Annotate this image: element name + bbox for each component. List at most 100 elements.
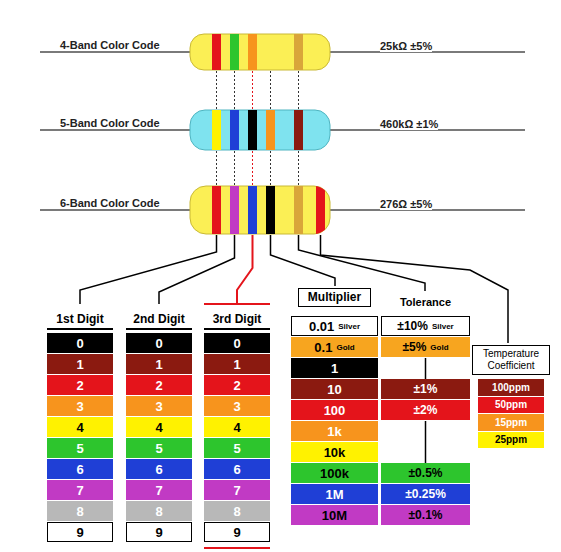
resistor-6-band (190, 182, 330, 238)
red-marker (204, 547, 270, 549)
code-value: 9 (155, 525, 162, 540)
tolerance-gap-line (425, 421, 427, 463)
column-heading: Multiplier (298, 288, 371, 307)
color-cell: 2 (204, 375, 270, 395)
color-cell: ±1% (381, 379, 470, 399)
column-heading: Temperature Coefficient (472, 345, 550, 375)
color-band (294, 110, 303, 150)
color-cell: 2 (126, 375, 192, 395)
color-column: Multiplier0.01Silver0.1Gold1101001k10k10… (291, 288, 378, 526)
code-value: 10k (324, 445, 346, 460)
color-band (266, 186, 275, 234)
code-value: 5 (155, 441, 162, 456)
color-cell: 7 (126, 480, 192, 500)
resistor-value: 25kΩ ±5% (380, 40, 432, 52)
dotted-guide (252, 151, 253, 185)
leader-line (80, 235, 217, 304)
code-value: 50ppm (495, 399, 527, 410)
color-column: 1st Digit0123456789 (47, 306, 113, 543)
color-cell: 7 (47, 480, 113, 500)
band-type-label: 5-Band Color Code (60, 117, 160, 129)
color-cell: ±5% Gold (381, 337, 470, 357)
color-cell: ±0.5% (381, 463, 470, 483)
color-column: Tolerance ±10%Silver ±5% Gold ±1% ±2% ±0.5% ±0.… (381, 293, 470, 526)
code-value: 1 (233, 357, 240, 372)
code-value: 0 (233, 336, 240, 351)
code-value: 1 (331, 361, 338, 376)
code-value: 5 (76, 441, 83, 456)
color-cell: ±2% (381, 400, 470, 420)
code-value: 8 (76, 504, 83, 519)
color-cell: 100ppm (478, 379, 544, 396)
color-band (248, 110, 257, 150)
color-cell: 100k (291, 463, 378, 483)
code-value: 100ppm (492, 382, 530, 393)
color-band (230, 34, 239, 70)
resistor-body (190, 34, 330, 70)
color-band (248, 186, 257, 234)
color-cell: 50ppm (478, 397, 544, 414)
column-heading: Tolerance (381, 293, 470, 311)
color-cell: ±10%Silver (381, 316, 470, 336)
resistor-value: 460kΩ ±1% (380, 118, 438, 130)
color-cell: 5 (204, 438, 270, 458)
color-cell: 10 (291, 379, 378, 399)
code-value: ±1% (414, 382, 438, 396)
label-holder: 276Ω ±5% (380, 194, 432, 212)
code-value: 25ppm (495, 434, 527, 445)
color-cell: 4 (47, 417, 113, 437)
code-value: 1 (76, 357, 83, 372)
color-cell: 8 (47, 501, 113, 521)
leader-line (237, 235, 253, 304)
code-value: 0 (155, 336, 162, 351)
band-type-label: 6-Band Color Code (60, 197, 160, 209)
color-cell: 6 (47, 459, 113, 479)
code-value: ±5% (402, 340, 426, 354)
code-value: 15ppm (495, 417, 527, 428)
code-value: 7 (233, 483, 240, 498)
code-value: 6 (76, 462, 83, 477)
color-cell: 4 (126, 417, 192, 437)
code-value: 3 (233, 399, 240, 414)
color-cell: 0 (126, 333, 192, 353)
color-cell: 6 (204, 459, 270, 479)
color-cell: 10M (291, 505, 378, 525)
color-band (316, 186, 325, 234)
code-value: 100k (320, 466, 349, 481)
column-heading: 3rd Digit (204, 306, 270, 330)
code-value: 4 (155, 420, 162, 435)
code-value: 2 (76, 378, 83, 393)
dotted-guide (216, 71, 217, 109)
color-cell: 1 (126, 354, 192, 374)
color-cell: 2 (47, 375, 113, 395)
color-band (230, 186, 239, 234)
resistor-5-band (190, 106, 330, 154)
code-value: 5 (233, 441, 240, 456)
color-band (230, 110, 239, 150)
code-value: ±10% (397, 319, 428, 333)
color-cell: 3 (204, 396, 270, 416)
code-value: 7 (76, 483, 83, 498)
dotted-guide (270, 71, 271, 109)
code-value: 10M (322, 508, 347, 523)
leader-line (159, 235, 235, 304)
code-value: 0.1 (314, 340, 332, 355)
code-value: 7 (155, 483, 162, 498)
code-value: 100 (324, 403, 346, 418)
color-cell: 1 (291, 358, 378, 378)
code-value: 1k (327, 424, 341, 439)
color-cell: 8 (126, 501, 192, 521)
color-name: Silver (338, 322, 360, 331)
color-name: Gold (430, 343, 448, 352)
color-cell: 6 (126, 459, 192, 479)
code-value: 3 (76, 399, 83, 414)
band-type-label: 4-Band Color Code (60, 39, 160, 51)
dotted-guide (270, 151, 271, 185)
code-value: ±0.25% (405, 487, 446, 501)
color-cell: 8 (204, 501, 270, 521)
color-column: Temperature Coefficient 100ppm 50ppm 15ppm 2… (472, 345, 550, 449)
color-cell: 25ppm (478, 432, 544, 449)
column-heading: 2nd Digit (126, 306, 192, 330)
color-cell: 0.01Silver (291, 316, 378, 336)
